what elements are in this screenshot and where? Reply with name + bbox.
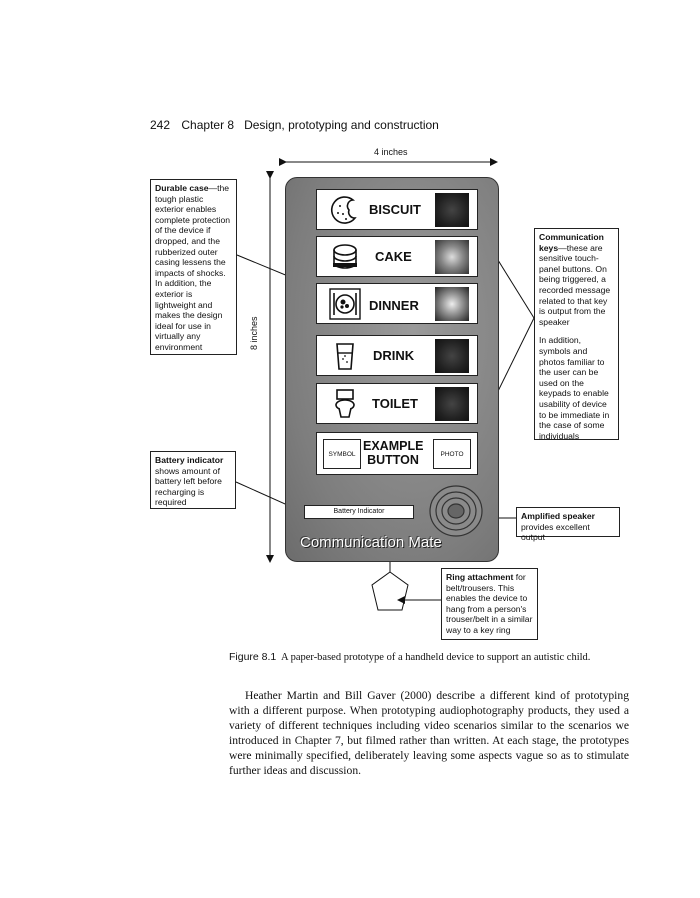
- battery-indicator: Battery Indicator: [304, 505, 414, 519]
- caption-text: A paper-based prototype of a handheld de…: [280, 652, 591, 663]
- communication-keys-text: —these are sensitive touch-panel buttons…: [539, 242, 611, 327]
- key-label: DINNER: [369, 298, 419, 313]
- example-photo-box: PHOTO: [433, 439, 471, 469]
- glass-icon: [336, 343, 354, 370]
- toilet-icon: [335, 389, 355, 418]
- communication-keys-callout: Communication keys—these are sensitive t…: [534, 228, 619, 441]
- body-paragraph: Heather Martin and Bill Gaver (2000) des…: [229, 688, 629, 778]
- speaker-icon: [429, 485, 483, 537]
- ring-callout-title: Ring attachment: [446, 572, 514, 582]
- example-symbol-box: SYMBOL: [323, 439, 361, 469]
- ring-attachment-callout: Ring attachment for belt/trousers. This …: [441, 568, 538, 640]
- figure-caption: Figure 8.1 A paper-based prototype of a …: [229, 651, 590, 663]
- speaker-callout-title: Amplified speaker: [521, 511, 596, 521]
- key-drink: DRINK: [316, 335, 478, 376]
- key-toilet: TOILET: [316, 383, 478, 424]
- durable-case-callout: Durable case—the tough plastic exterior …: [150, 179, 237, 355]
- dinner-plate-icon: [329, 288, 361, 320]
- paragraph-text: Heather Martin and Bill Gaver (2000) des…: [229, 689, 629, 777]
- key-dinner: DINNER: [316, 283, 478, 324]
- ring-attachment-shape: [371, 571, 409, 611]
- page-number: 242: [150, 118, 171, 132]
- key-cake: CAKE: [316, 236, 478, 277]
- device-prototype: BISCUIT CAKE DINNER DRINK: [285, 177, 499, 562]
- key-photo: [435, 387, 469, 421]
- biscuit-icon: [330, 196, 357, 224]
- running-header: 242 Chapter 8 Design, prototyping and co…: [150, 118, 439, 132]
- key-photo: [435, 193, 469, 227]
- key-photo: [435, 287, 469, 321]
- communication-keys-title: Communication keys: [539, 232, 604, 253]
- cake-icon: [333, 244, 357, 269]
- durable-case-title: Durable case: [155, 183, 209, 193]
- device-brand: Communication Mate: [300, 534, 442, 551]
- chapter-title: Chapter 8 Design, prototyping and constr…: [181, 118, 439, 132]
- key-label: DRINK: [373, 348, 415, 363]
- key-example-button: SYMBOL EXAMPLE BUTTON PHOTO: [316, 432, 478, 475]
- key-photo: [435, 240, 469, 274]
- figure-number: Figure 8.1: [229, 651, 277, 663]
- durable-case-text: —the tough plastic exterior enables comp…: [155, 183, 230, 352]
- key-label: CAKE: [375, 249, 412, 264]
- communication-keys-text-2: In addition, symbols and photos familiar…: [539, 335, 610, 441]
- key-biscuit: BISCUIT: [316, 189, 478, 230]
- speaker-callout-text: provides excellent output: [521, 521, 590, 543]
- ring-callout-text: for belt/trousers. This enables the devi…: [446, 572, 533, 635]
- battery-callout-text: shows amount of battery left before rech…: [155, 465, 222, 508]
- key-photo: [435, 339, 469, 373]
- key-label: TOILET: [372, 396, 418, 411]
- example-button-label: EXAMPLE BUTTON: [363, 439, 424, 467]
- width-label: 4 inches: [374, 147, 408, 157]
- height-label: 8 inches: [249, 316, 259, 350]
- key-label: BISCUIT: [369, 202, 421, 217]
- battery-callout-title: Battery indicator: [155, 455, 224, 465]
